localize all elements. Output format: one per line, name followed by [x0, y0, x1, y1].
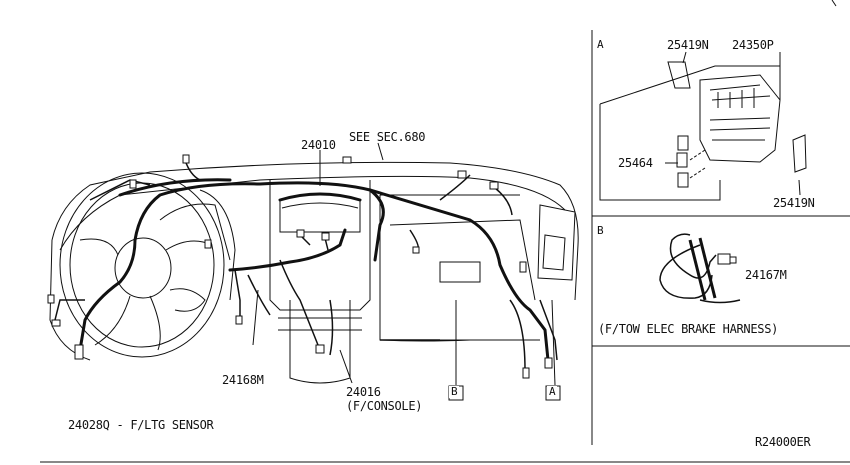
panel-b-title: B [597, 224, 604, 237]
label-24016[interactable]: 24016 [346, 385, 381, 399]
leader-lines [252, 142, 556, 386]
label-24167m[interactable]: 24167M [745, 268, 787, 282]
ref-box-b[interactable]: B [449, 385, 460, 398]
panel-a-title: A [597, 38, 604, 51]
label-24350p[interactable]: 24350P [732, 38, 774, 52]
ref-box-a[interactable]: A [547, 385, 558, 398]
label-25419n-bottom[interactable]: 25419N [773, 196, 815, 210]
steering-wheel [59, 172, 231, 358]
label-25419n-top[interactable]: 25419N [667, 38, 709, 52]
label-f-console: (F/CONSOLE) [346, 399, 423, 413]
diagram-code: R24000ER [755, 435, 811, 449]
label-see-sec-680[interactable]: SEE SEC.680 [349, 130, 426, 144]
label-24010[interactable]: 24010 [301, 138, 336, 152]
connectors [47, 154, 553, 379]
label-24168m[interactable]: 24168M [222, 373, 264, 387]
panel-b-graphics [659, 233, 741, 304]
main-harness [78, 178, 550, 362]
top-corner-mark [831, 0, 837, 7]
ref-boxes [448, 385, 561, 401]
panel-a-graphics [599, 51, 807, 201]
label-24028q-f-ltg-sensor[interactable]: 24028Q - F/LTG SENSOR [68, 418, 214, 432]
dashboard-outline [49, 161, 579, 384]
panel-b-caption: (F/TOW ELEC BRAKE HARNESS) [598, 322, 779, 336]
label-25464[interactable]: 25464 [618, 156, 653, 170]
